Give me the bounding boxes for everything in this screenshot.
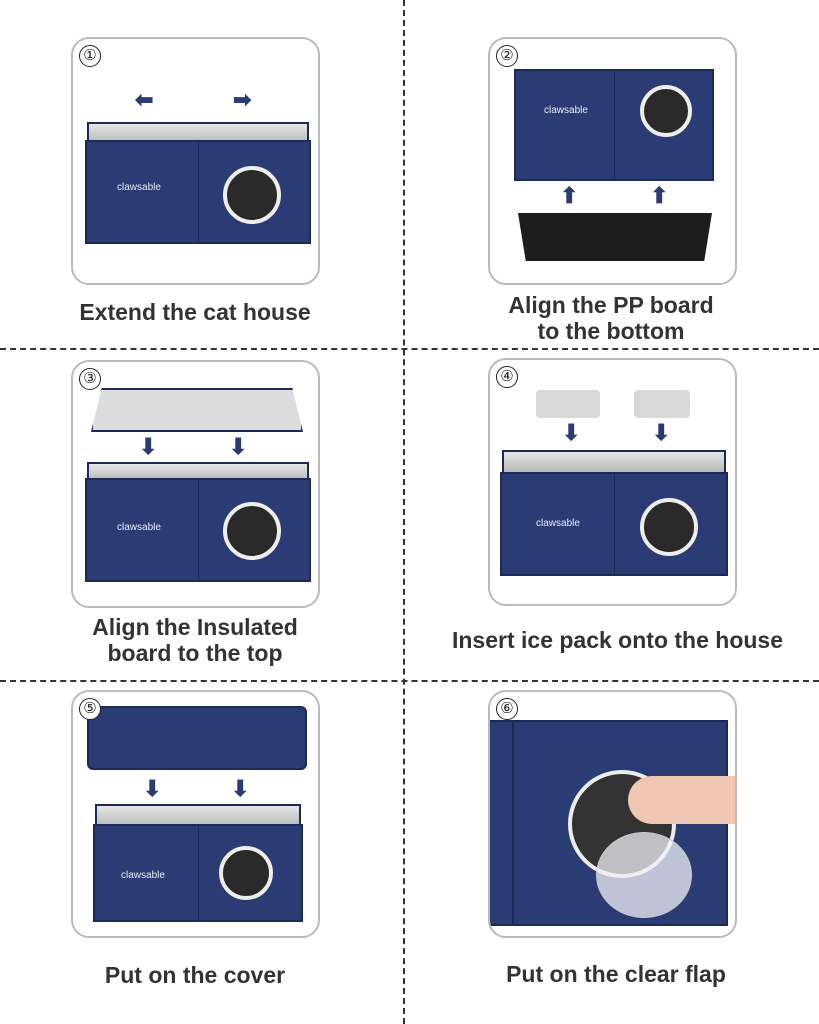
brand-logo: clawsable: [121, 870, 165, 881]
cover: [87, 706, 307, 770]
arrow-down-icon: ⬇: [139, 434, 158, 459]
vertical-divider: [403, 0, 405, 1024]
brand-logo: clawsable: [544, 105, 588, 116]
entry-hole: [223, 166, 281, 224]
arrow-down-icon: ⬇: [562, 420, 581, 445]
step-number: ⑤: [79, 698, 101, 720]
clear-flap: [596, 832, 692, 918]
step-6-caption: Put on the clear flap: [506, 961, 726, 987]
step-number: ③: [79, 368, 101, 390]
cat-house: clawsable: [500, 472, 728, 576]
arrow-down-icon: ⬇: [143, 776, 162, 801]
foil-lining: [502, 450, 726, 474]
step-number: ⑥: [496, 698, 518, 720]
arrow-up-icon: ⬆: [650, 183, 669, 208]
step-2-image: ② clawsable ⬆ ⬆: [488, 37, 737, 285]
hand: [628, 776, 735, 824]
cat-house: clawsable: [85, 140, 311, 244]
step-5-caption: Put on the cover: [104, 962, 286, 988]
entry-hole: [223, 502, 281, 560]
entry-hole: [640, 498, 698, 556]
step-1-caption: Extend the cat house: [79, 299, 311, 325]
step-number: ①: [79, 45, 101, 67]
arrow-up-icon: ⬆: [560, 183, 579, 208]
brand-logo: clawsable: [117, 182, 161, 193]
step-number: ②: [496, 45, 518, 67]
arrow-left-icon: ⬅: [135, 87, 154, 112]
arrow-down-icon: ⬇: [231, 776, 250, 801]
step-4-caption: Insert ice pack onto the house: [451, 627, 784, 653]
step-4-image: ④ ⬇ ⬇ clawsable: [488, 358, 737, 606]
step-5-image: ⬇ ⬇ clawsable ⑤: [71, 690, 320, 938]
step-1-image: ① ⬅ ➡ clawsable: [71, 37, 320, 285]
entry-hole: [219, 846, 273, 900]
step-number: ④: [496, 366, 518, 388]
arrow-down-icon: ⬇: [652, 420, 671, 445]
step-3-image: ③ ⬇ ⬇ clawsable: [71, 360, 320, 608]
arrow-down-icon: ⬇: [229, 434, 248, 459]
cat-house: clawsable: [85, 478, 311, 582]
insulated-board: [91, 388, 303, 432]
ice-pack: [634, 390, 690, 418]
horizontal-divider: [0, 680, 819, 682]
ice-pack: [536, 390, 600, 418]
entry-hole: [640, 85, 692, 137]
pp-board: [518, 213, 712, 261]
cat-house: clawsable: [514, 69, 714, 181]
step-6-image: ⑥: [488, 690, 737, 938]
horizontal-divider: [0, 348, 819, 350]
brand-logo: clawsable: [536, 518, 580, 529]
cat-house: clawsable: [93, 824, 303, 922]
brand-logo: clawsable: [117, 522, 161, 533]
arrow-right-icon: ➡: [233, 87, 252, 112]
